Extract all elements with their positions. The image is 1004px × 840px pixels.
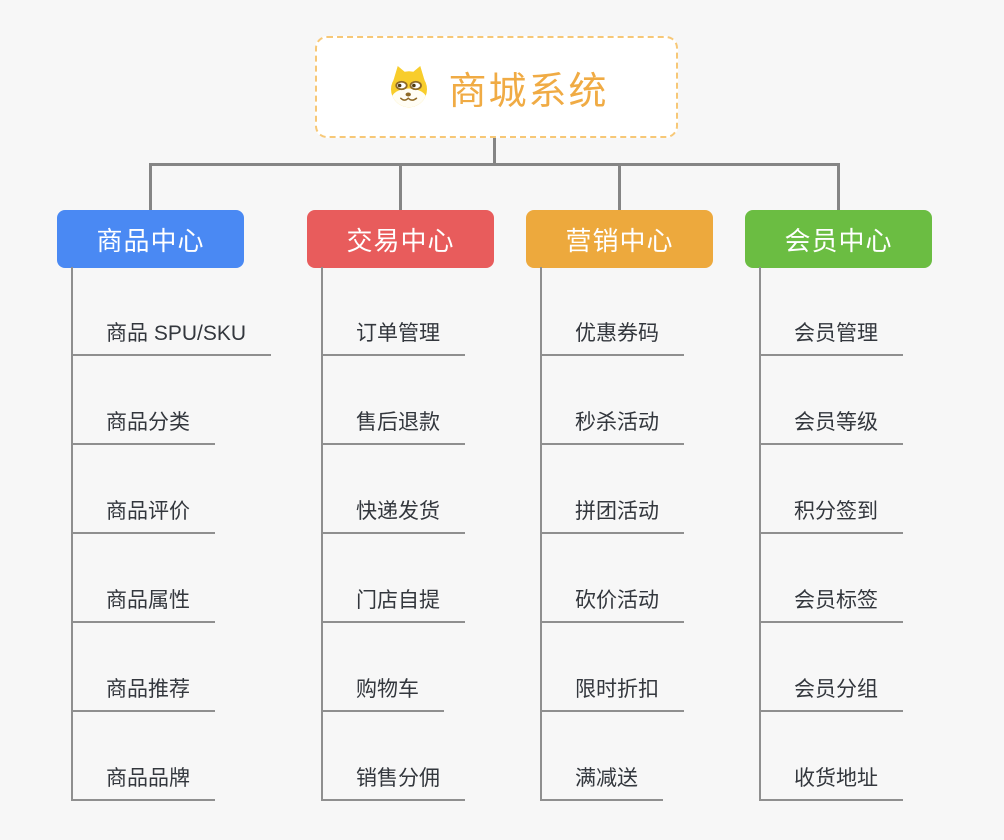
root-node-title: 商城系统	[448, 70, 609, 113]
leaf-node[interactable]: 满减送	[542, 712, 663, 801]
leaf-node[interactable]: 拼团活动	[542, 445, 684, 534]
leaf-node[interactable]: 订单管理	[323, 267, 465, 356]
leaf-node[interactable]: 商品品牌	[73, 712, 215, 801]
leaf-node[interactable]: 销售分佣	[323, 712, 465, 801]
branch-tree-members: 会员管理会员等级积分签到会员标签会员分组收货地址	[759, 267, 903, 801]
leaf-node[interactable]: 积分签到	[761, 445, 903, 534]
leaf-node[interactable]: 会员等级	[761, 356, 903, 445]
leaf-node[interactable]: 快递发货	[323, 445, 465, 534]
leaf-node[interactable]: 商品属性	[73, 534, 215, 623]
branch-connector-line	[618, 163, 621, 210]
root-connector-line	[493, 138, 496, 166]
root-node[interactable]: 商城系统	[315, 36, 678, 138]
leaf-node[interactable]: 商品分类	[73, 356, 215, 445]
branch-connector-line	[837, 163, 840, 210]
branch-label: 交易中心	[346, 225, 455, 256]
branch-tree-marketing: 优惠券码秒杀活动拼团活动砍价活动限时折扣满减送	[540, 267, 684, 801]
leaf-node[interactable]: 秒杀活动	[542, 356, 684, 445]
branch-node-marketing[interactable]: 营销中心	[526, 210, 713, 268]
leaf-node[interactable]: 商品 SPU/SKU	[73, 267, 272, 356]
branch-node-products[interactable]: 商品中心	[57, 210, 244, 268]
leaf-node[interactable]: 门店自提	[323, 534, 465, 623]
leaf-node[interactable]: 砍价活动	[542, 534, 684, 623]
branch-node-trade[interactable]: 交易中心	[307, 210, 494, 268]
branch-connector-line	[149, 163, 152, 210]
leaf-node[interactable]: 商品推荐	[73, 623, 215, 712]
leaf-node[interactable]: 优惠券码	[542, 267, 684, 356]
leaf-node[interactable]: 限时折扣	[542, 623, 684, 712]
branch-tree-trade: 订单管理售后退款快递发货门店自提购物车销售分佣	[321, 267, 465, 801]
leaf-node[interactable]: 购物车	[323, 623, 444, 712]
branch-label: 会员中心	[784, 225, 893, 256]
branch-node-members[interactable]: 会员中心	[745, 210, 932, 268]
leaf-node[interactable]: 会员分组	[761, 623, 903, 712]
doge-icon	[391, 66, 428, 108]
leaf-node[interactable]: 售后退款	[323, 356, 465, 445]
leaf-node[interactable]: 会员标签	[761, 534, 903, 623]
leaf-node[interactable]: 会员管理	[761, 267, 903, 356]
branch-label: 商品中心	[96, 225, 205, 256]
leaf-node[interactable]: 商品评价	[73, 445, 215, 534]
branch-label: 营销中心	[565, 225, 674, 256]
branch-connector-line	[399, 163, 402, 210]
leaf-node[interactable]: 收货地址	[761, 712, 903, 801]
branch-bus-line	[149, 163, 840, 166]
